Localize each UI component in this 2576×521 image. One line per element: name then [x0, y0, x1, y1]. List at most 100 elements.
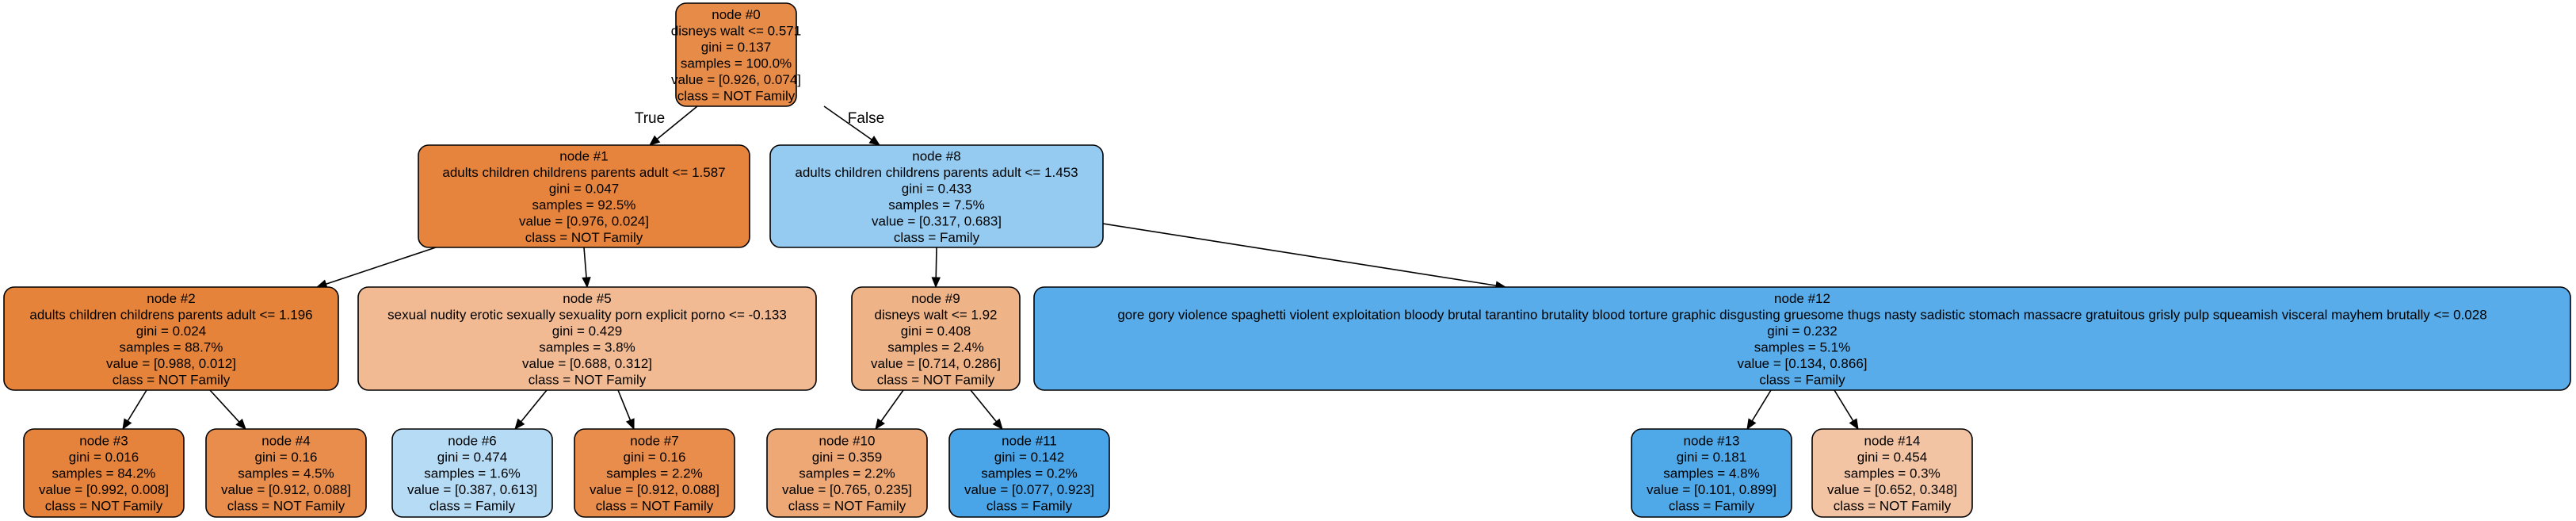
- node-1-value: value = [0.976, 0.024]: [519, 213, 649, 228]
- node-1: node #1 adults children childrens parents…: [418, 144, 750, 248]
- node-12-gini: gini = 0.232: [1767, 324, 1837, 339]
- edge-node-1-to-node-5: [583, 247, 587, 278]
- node-0-title: node #0: [712, 7, 760, 22]
- node-4-samples: samples = 4.5%: [238, 466, 334, 481]
- arrowhead-node-9-to-node-11: [992, 418, 1003, 431]
- node-7-title: node #7: [630, 434, 678, 449]
- node-1-split-rule: adults children childrens parents adult …: [442, 165, 725, 180]
- arrowhead-node-2-to-node-3: [122, 418, 132, 431]
- node-8-title: node #8: [912, 148, 960, 163]
- arrowhead-node-9-to-node-10: [875, 418, 885, 431]
- node-0-value: value = [0.926, 0.074]: [671, 72, 801, 87]
- node-1-class: class = NOT Family: [525, 230, 643, 245]
- node-6-title: node #6: [448, 434, 496, 449]
- node-11-class: class = Family: [987, 499, 1073, 514]
- node-1-box: [418, 144, 750, 248]
- node-11-samples: samples = 0.2%: [981, 466, 1077, 481]
- node-2-gini: gini = 0.024: [136, 324, 206, 339]
- node-7-gini: gini = 0.16: [624, 450, 686, 465]
- node-14-class: class = NOT Family: [1834, 499, 1952, 514]
- node-11-value: value = [0.077, 0.923]: [964, 482, 1094, 497]
- arrowhead-node-5-to-node-6: [514, 418, 525, 431]
- arrowhead-node-2-to-node-4: [235, 418, 246, 430]
- edge-node-9-to-node-11: [970, 389, 998, 423]
- edge-node-12-to-node-14: [1834, 389, 1854, 422]
- node-3-value: value = [0.992, 0.008]: [39, 482, 169, 497]
- edge-node-1-to-node-2: [326, 247, 437, 285]
- node-12-samples: samples = 5.1%: [1754, 339, 1850, 354]
- node-10-samples: samples = 2.2%: [799, 466, 895, 481]
- arrowhead-node-8-to-node-9: [931, 277, 941, 289]
- edge-label-false: False: [848, 110, 884, 127]
- node-5-samples: samples = 3.8%: [539, 339, 635, 354]
- node-14-value: value = [0.652, 0.348]: [1827, 482, 1957, 497]
- node-9-split-rule: disneys walt <= 1.92: [875, 307, 998, 322]
- node-3-title: node #3: [79, 434, 128, 449]
- node-9-box: [851, 286, 1021, 391]
- edge-node-5-to-node-6: [520, 389, 548, 423]
- node-5-value: value = [0.688, 0.312]: [522, 356, 652, 371]
- node-10-title: node #10: [819, 434, 876, 449]
- node-5-box: [357, 286, 817, 391]
- node-0-box: [675, 2, 797, 107]
- node-0-samples: samples = 100.0%: [681, 56, 792, 71]
- node-9-samples: samples = 2.4%: [887, 339, 983, 354]
- node-13-title: node #13: [1684, 434, 1740, 449]
- node-9-title: node #9: [911, 291, 960, 306]
- node-6-class: class = Family: [429, 499, 516, 514]
- node-8-value: value = [0.317, 0.683]: [872, 213, 1002, 228]
- node-11-box: [948, 428, 1110, 518]
- node-12-box: [1033, 286, 2571, 391]
- node-8-samples: samples = 7.5%: [888, 197, 984, 213]
- node-13-gini: gini = 0.181: [1677, 450, 1746, 465]
- node-7-class: class = NOT Family: [596, 499, 714, 514]
- arrowhead-node-1-to-node-5: [582, 277, 591, 289]
- node-12-title: node #12: [1774, 291, 1830, 306]
- node-12-value: value = [0.134, 0.866]: [1738, 356, 1868, 371]
- node-14-title: node #14: [1864, 434, 1921, 449]
- node-14-box: [1811, 428, 1973, 518]
- edge-label-true: True: [635, 110, 665, 127]
- arrowhead-node-12-to-node-14: [1849, 418, 1859, 431]
- edge-node-0-to-node-1: [656, 105, 698, 140]
- node-14-gini: gini = 0.454: [1857, 450, 1927, 465]
- node-13-value: value = [0.101, 0.899]: [1647, 482, 1776, 497]
- node-1-gini: gini = 0.047: [549, 181, 619, 196]
- node-4-gini: gini = 0.16: [255, 450, 318, 465]
- node-0-gini: gini = 0.137: [701, 40, 771, 55]
- node-0-split-rule: disneys walt <= 0.571: [671, 23, 801, 38]
- node-1-samples: samples = 92.5%: [532, 197, 636, 213]
- node-3-samples: samples = 84.2%: [52, 466, 156, 481]
- node-2-box: [3, 286, 339, 391]
- node-5-gini: gini = 0.429: [552, 324, 622, 339]
- node-8-split-rule: adults children childrens parents adult …: [795, 165, 1078, 180]
- arrowhead-node-0-to-node-1: [648, 135, 661, 146]
- edge-node-12-to-node-13: [1751, 389, 1772, 422]
- node-2-title: node #2: [147, 291, 195, 306]
- node-9-value: value = [0.714, 0.286]: [871, 356, 1001, 371]
- node-12-split-rule: gore gory violence spaghetti violent exp…: [1117, 307, 2486, 322]
- node-5-class: class = NOT Family: [529, 372, 647, 387]
- node-8: node #8 adults children childrens parents…: [769, 144, 1104, 248]
- node-1-title: node #1: [559, 148, 608, 163]
- edge-node-0-to-node-8: [823, 105, 872, 140]
- node-11-title: node #11: [1002, 434, 1057, 449]
- edge-node-9-to-node-10: [880, 389, 904, 422]
- node-6-samples: samples = 1.6%: [424, 466, 520, 481]
- node-8-box: [769, 144, 1104, 248]
- edge-node-5-to-node-7: [617, 389, 632, 421]
- node-4-box: [205, 428, 367, 518]
- node-9-gini: gini = 0.408: [901, 324, 971, 339]
